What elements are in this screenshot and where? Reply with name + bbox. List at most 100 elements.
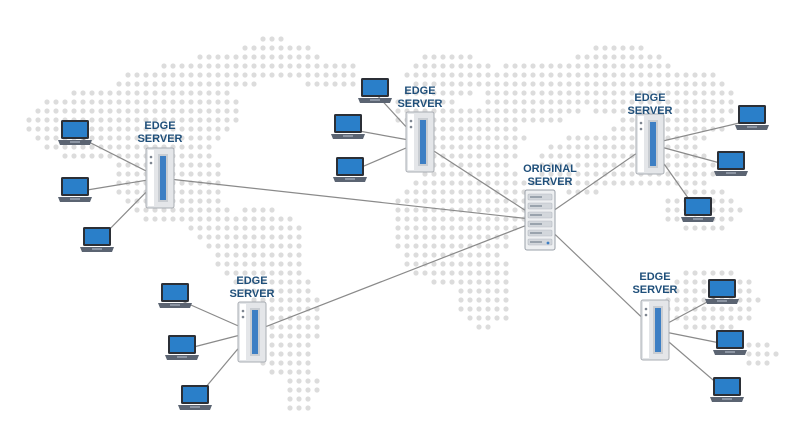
map-dot [278,297,284,303]
map-dot [503,288,509,294]
map-dot [440,63,446,69]
map-dot [161,63,167,69]
map-dot [629,81,635,87]
map-dot [26,117,32,123]
map-dot [683,297,689,303]
map-dot [503,72,509,78]
map-dot [575,72,581,78]
map-dot [332,81,338,87]
map-dot [170,63,176,69]
map-dot [548,81,554,87]
map-dot [503,198,509,204]
map-dot [35,108,41,114]
map-dot [305,45,311,51]
map-dot [503,162,509,168]
map-dot [350,81,356,87]
map-dot [413,72,419,78]
map-dot [701,108,707,114]
map-dot [269,243,275,249]
map-dot [188,162,194,168]
map-dot [188,144,194,150]
map-dot [116,99,122,105]
map-dot [485,324,491,330]
map-dot [512,81,518,87]
map-dot [458,261,464,267]
map-dot [467,162,473,168]
map-dot [611,54,617,60]
edge-server-label-southwest-line2: SERVER [229,288,275,300]
map-dot [125,90,131,96]
map-dot [692,117,698,123]
map-dot [242,72,248,78]
map-dot [215,54,221,60]
map-dot [629,90,635,96]
map-dot [224,270,230,276]
map-dot [242,243,248,249]
map-dot [710,99,716,105]
map-dot [422,63,428,69]
edge-server-label-west-line2: SERVER [137,133,183,145]
map-dot [224,261,230,267]
map-dot [719,225,725,231]
map-dot [530,99,536,105]
map-dot [116,135,122,141]
map-dot [278,36,284,42]
map-dot [638,90,644,96]
map-dot [503,108,509,114]
map-dot [620,126,626,132]
laptop-icon [358,78,392,103]
map-dot [674,306,680,312]
map-dot [431,171,437,177]
map-dot [296,270,302,276]
map-dot [674,198,680,204]
map-dot [233,117,239,123]
map-dot [260,45,266,51]
map-dot [44,135,50,141]
map-dot [458,216,464,222]
map-dot [53,108,59,114]
map-dot [143,117,149,123]
map-dot [422,189,428,195]
map-dot [305,72,311,78]
map-dot [692,288,698,294]
map-dot [422,270,428,276]
map-dot [278,261,284,267]
map-dot [179,108,185,114]
map-dot [404,234,410,240]
map-dot [206,117,212,123]
map-dot [485,243,491,249]
map-dot [296,405,302,411]
map-dot [440,162,446,168]
map-dot [269,63,275,69]
map-dot [485,261,491,267]
map-dot [665,171,671,177]
map-dot [350,72,356,78]
map-dot [584,90,590,96]
map-dot [458,126,464,132]
map-dot [278,243,284,249]
map-dot [611,45,617,51]
map-dot [179,189,185,195]
map-dot [584,99,590,105]
map-dot [512,144,518,150]
map-dot [80,90,86,96]
map-dot [206,216,212,222]
map-dot [260,279,266,285]
map-dot [431,81,437,87]
map-dot [179,144,185,150]
map-dot [404,216,410,222]
map-dot [251,72,257,78]
map-dot [224,126,230,132]
map-dot [503,261,509,267]
map-dot [287,243,293,249]
map-dot [620,117,626,123]
map-dot [197,153,203,159]
laptop-icon [58,120,92,145]
map-dot [476,72,482,78]
map-dot [692,270,698,276]
map-dot [404,225,410,231]
map-dot [719,189,725,195]
map-dot [215,63,221,69]
map-dot [656,99,662,105]
map-dot [683,135,689,141]
